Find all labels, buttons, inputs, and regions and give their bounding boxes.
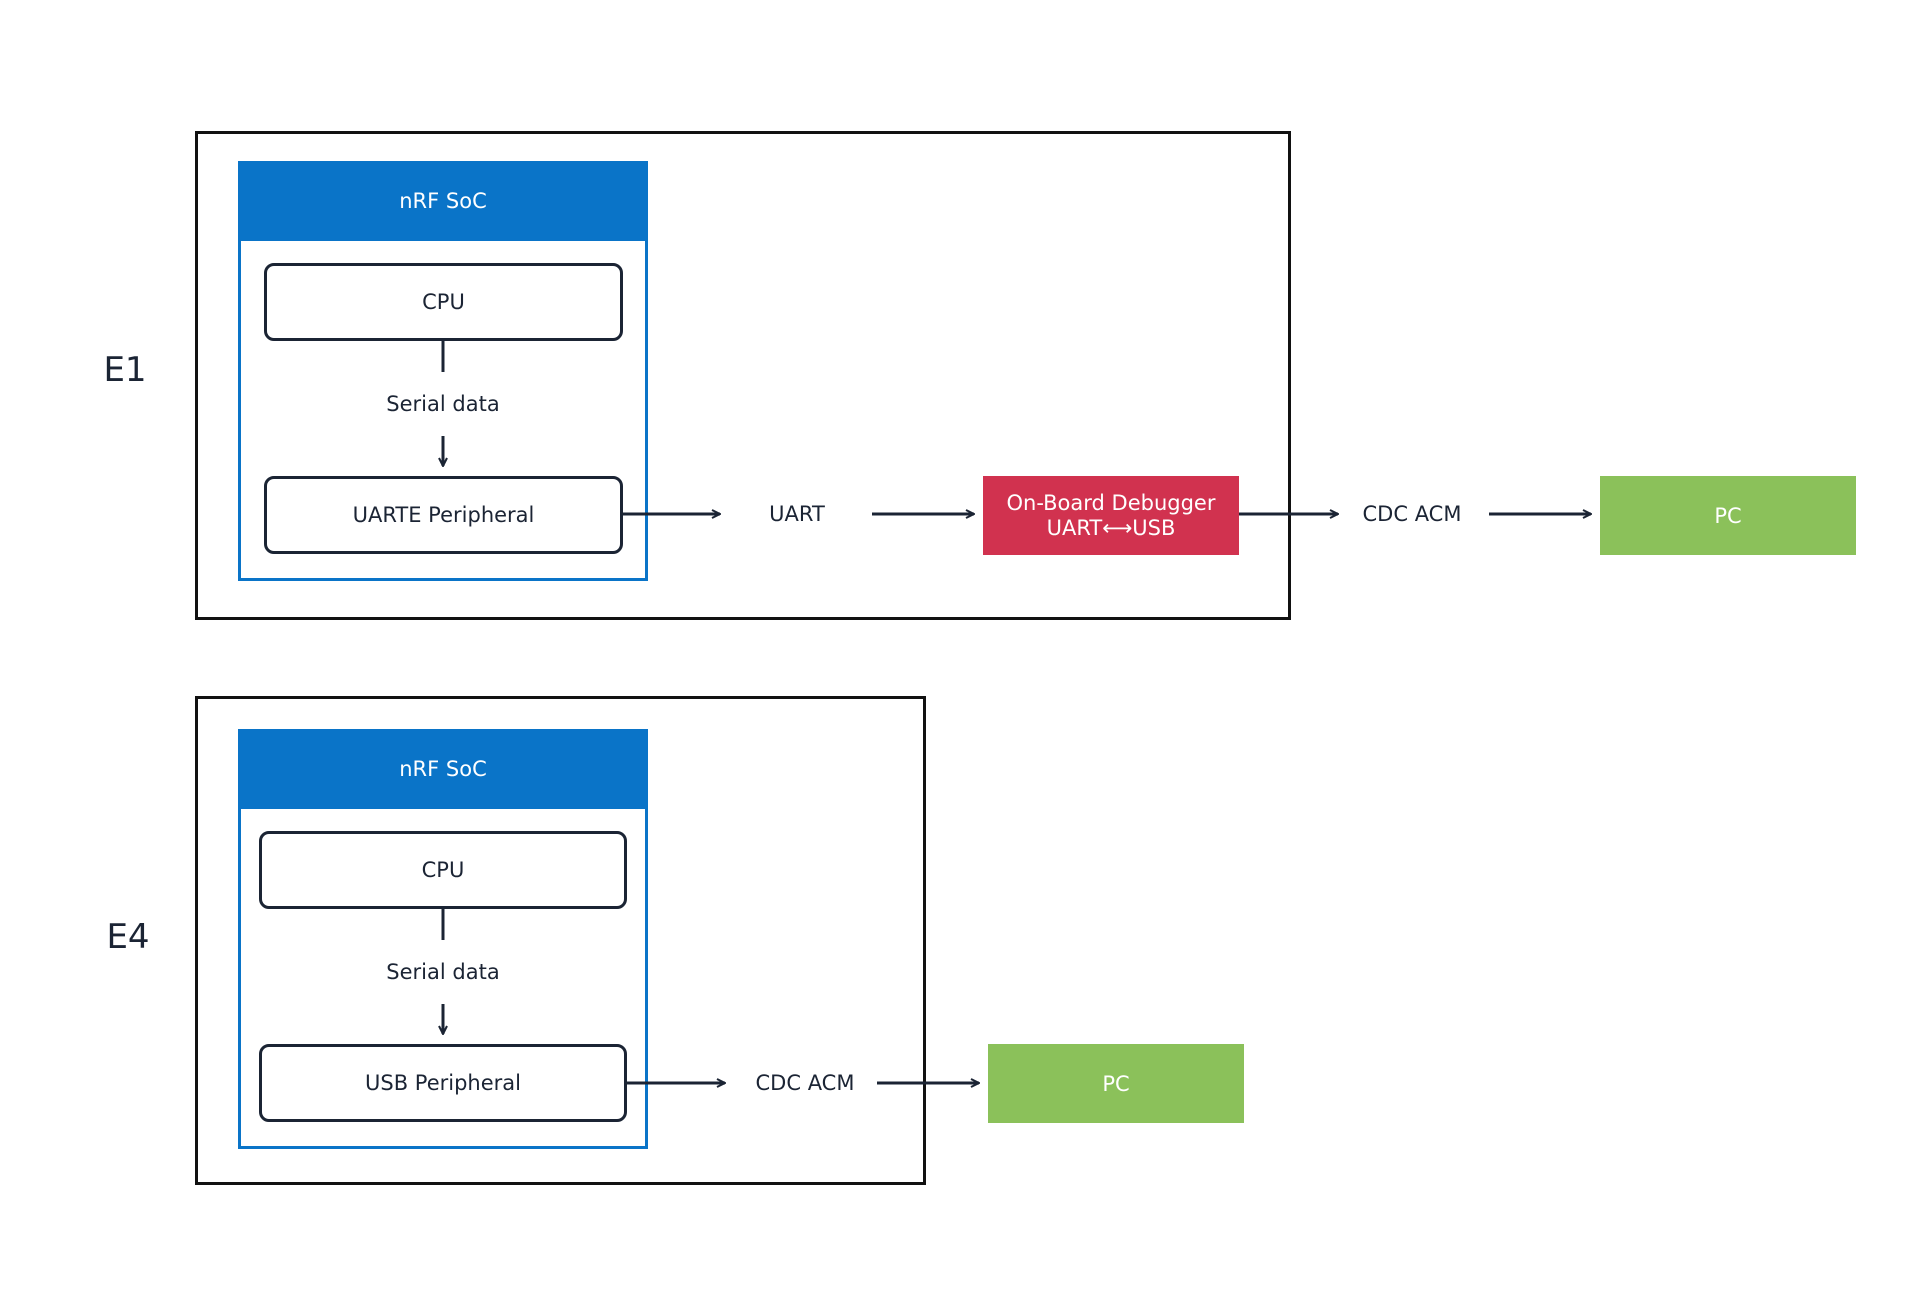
cpu-node-e4: CPU bbox=[259, 831, 627, 909]
diagram-e1-label: E1 bbox=[103, 350, 147, 390]
soc-title-e4: nRF SoC bbox=[238, 729, 648, 809]
on-board-debugger-node-e1: On-Board Debugger UART⟷USB bbox=[983, 476, 1239, 555]
debugger-title-label: On-Board Debugger bbox=[1006, 490, 1216, 515]
debugger-subtitle-label: UART⟷USB bbox=[1046, 515, 1176, 540]
pc-node-e1: PC bbox=[1600, 476, 1856, 555]
uart-link-label-e1: UART bbox=[769, 502, 825, 526]
cdc-acm-link-label-e1: CDC ACM bbox=[1362, 502, 1462, 526]
usb-peripheral-node-e4: USB Peripheral bbox=[259, 1044, 627, 1122]
cpu-node-e1: CPU bbox=[264, 263, 623, 341]
soc-title-e1: nRF SoC bbox=[238, 161, 648, 241]
diagram-e4-label: E4 bbox=[106, 917, 150, 957]
uarte-peripheral-node-e1: UARTE Peripheral bbox=[264, 476, 623, 554]
serial-data-label-e4: Serial data bbox=[386, 960, 500, 984]
board-frame-e1 bbox=[195, 131, 1291, 620]
serial-data-label-e1: Serial data bbox=[386, 392, 500, 416]
board-frame-e4 bbox=[195, 696, 926, 1185]
pc-node-e4: PC bbox=[988, 1044, 1244, 1123]
cdc-acm-link-label-e4: CDC ACM bbox=[755, 1071, 855, 1095]
